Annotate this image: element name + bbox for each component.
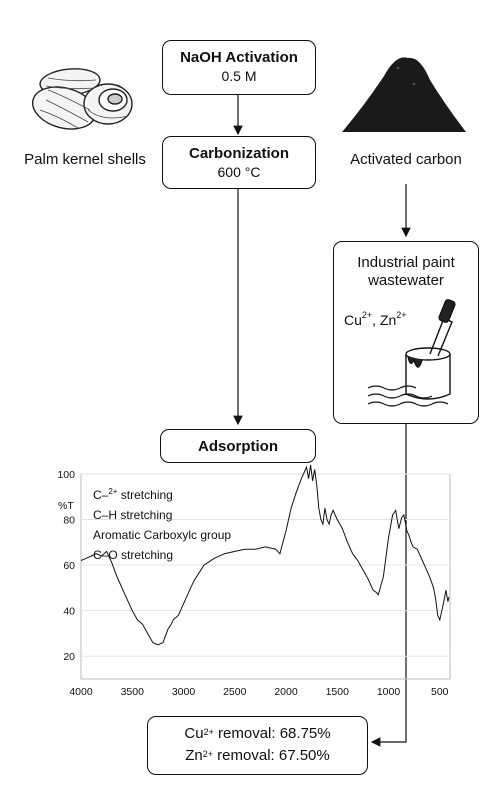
result-cu-line: Cu2+ removal: 68.75%	[148, 723, 367, 745]
ion-cu: Cu	[344, 312, 362, 328]
wastewater-box: Industrial paint wastewater Cu2+, Zn2+	[333, 241, 479, 424]
result-cu-charge: 2+	[203, 727, 214, 737]
x-tick-label: 3000	[172, 686, 196, 698]
x-tick-label: 4000	[69, 686, 93, 698]
wastewater-title-line1: Industrial paint	[357, 254, 455, 271]
band-annotation: C–2+ stretching	[93, 487, 173, 502]
y-tick-label: 60	[63, 560, 75, 572]
chart-ylabel: %T	[58, 500, 74, 512]
ion-zn-charge: 2+	[396, 310, 407, 320]
arrow-wastewater-to-results	[370, 424, 407, 747]
palm-kernel-shells-label: Palm kernel shells	[24, 151, 146, 168]
x-tick-label: 1500	[326, 686, 350, 698]
x-tick-label: 1000	[377, 686, 401, 698]
carbonization-box: Carbonization 600 °C	[162, 136, 316, 189]
wastewater-title-line2: wastewater	[368, 272, 444, 289]
result-zn-ion: Zn	[185, 747, 203, 764]
activation-box: NaOH Activation 0.5 M	[162, 40, 316, 95]
chart-frame	[80, 473, 451, 680]
result-cu-text: removal: 68.75%	[213, 725, 331, 742]
y-tick-label: 100	[57, 469, 75, 481]
adsorption-box: Adsorption	[160, 429, 316, 463]
x-tick-label: 2500	[223, 686, 247, 698]
carbonization-detail: 600 °C	[217, 164, 261, 180]
x-tick-label: 3500	[121, 686, 145, 698]
result-zn-text: removal: 67.50%	[213, 747, 330, 764]
activated-carbon-label: Activated carbon	[350, 151, 462, 168]
band-annotation: C–O stretching	[93, 548, 173, 562]
paint-bucket-icon	[367, 299, 456, 407]
x-tick-label: 500	[431, 686, 449, 698]
result-cu-ion: Cu	[184, 725, 204, 742]
spectrum-line	[80, 464, 450, 646]
result-zn-charge: 2+	[202, 749, 214, 759]
x-tick-label: 2000	[274, 686, 298, 698]
adsorption-title: Adsorption	[198, 438, 278, 455]
carbonization-title: Carbonization	[189, 145, 289, 162]
y-tick-label: 80	[63, 515, 75, 527]
y-tick-label: 20	[63, 651, 75, 663]
ion-zn: Zn	[379, 312, 397, 328]
results-box: Cu2+ removal: 68.75% Zn2+ removal: 67.50…	[147, 716, 368, 775]
band-annotation: Aromatic Carboxylc group	[93, 528, 231, 542]
band-annotation: C–H stretching	[93, 508, 172, 522]
ion-cu-charge: 2+	[361, 310, 373, 320]
activation-detail: 0.5 M	[221, 68, 257, 84]
activation-title: NaOH Activation	[180, 49, 298, 66]
y-tick-label: 40	[63, 606, 75, 618]
activated-carbon-illustration	[334, 36, 470, 136]
result-zn-line: Zn2+ removal: 67.50%	[148, 745, 367, 767]
ion-separator: ,	[372, 312, 380, 328]
palm-kernel-shells-illustration	[18, 60, 148, 140]
metal-ions-label: Cu2+, Zn2+	[344, 310, 407, 328]
